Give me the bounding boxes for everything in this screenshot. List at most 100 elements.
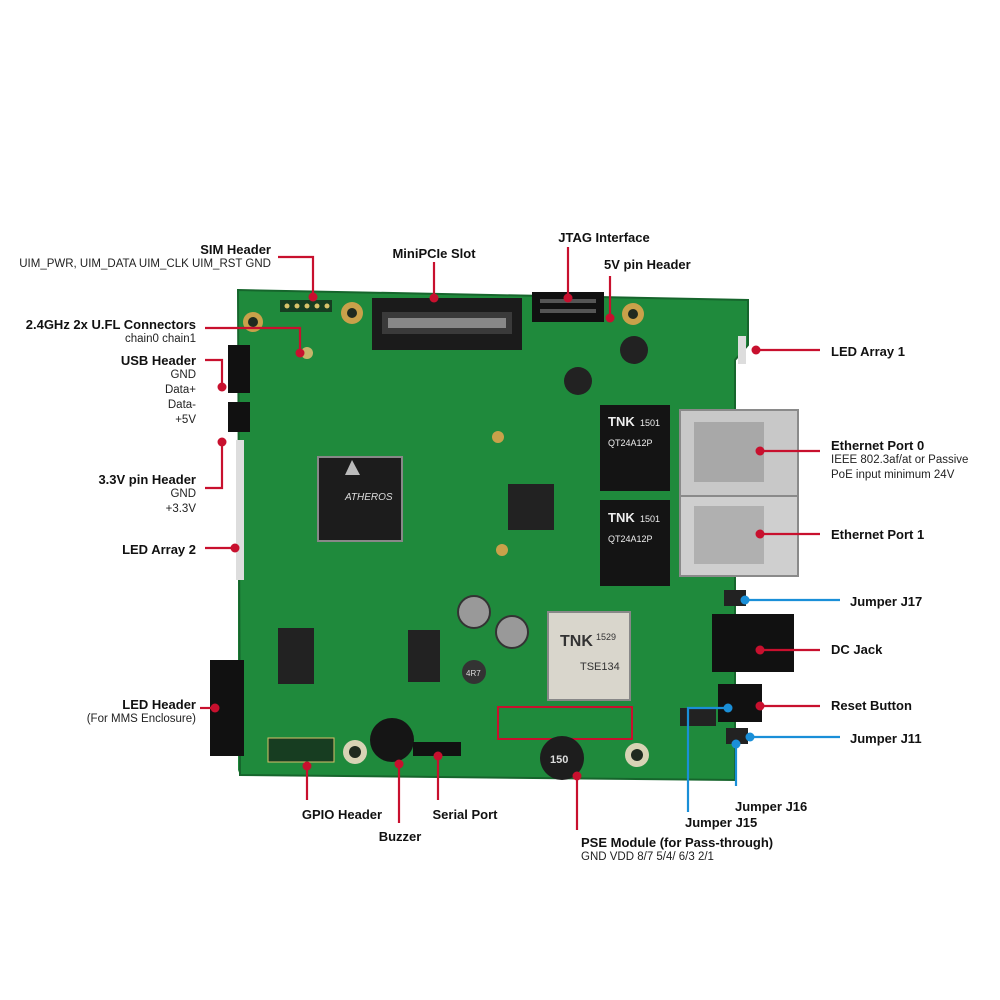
label-title: Jumper J17 (850, 594, 923, 609)
label-title: Buzzer (378, 829, 422, 844)
label-3v3-header: 3.3V pin Header GND +3.3V (98, 472, 196, 517)
transformer-model: TSE134 (580, 661, 620, 673)
label-title: Ethernet Port 1 (831, 527, 925, 542)
atheros-chip (317, 456, 403, 542)
label-line: +3.3V (165, 503, 196, 515)
left-pin-headers (228, 345, 250, 432)
buzzer-part (370, 718, 414, 762)
label-line: Data+ (164, 384, 196, 396)
capacitor-text: 4R7 (466, 669, 481, 678)
label-jumper-j16: Jumper J16 (735, 799, 807, 814)
label-title: Jumper J11 (850, 731, 922, 746)
pse-inductor-text: 150 (550, 754, 568, 766)
label-title: LED Header (122, 697, 196, 712)
magnetics-2-brand: TNK (608, 510, 635, 525)
ethernet-port-0 (679, 409, 799, 497)
gpio-header-pins (267, 737, 335, 763)
label-title: Ethernet Port 0 (831, 438, 925, 453)
chip-brand-text: ATHEROS (344, 492, 393, 503)
label-sub: (For MMS Enclosure) (86, 713, 196, 725)
label-jtag: JTAG Interface (534, 230, 674, 245)
label-ethernet-port-0: Ethernet Port 0 IEEE 802.3af/at or Passi… (831, 438, 968, 483)
jumper-j15-j16-part (680, 708, 716, 726)
magnetics-2 (600, 500, 670, 586)
label-sim-header: SIM Header UIM_PWR, UIM_DATA UIM_CLK UIM… (19, 242, 271, 272)
label-jumper-j11: Jumper J11 (850, 731, 922, 746)
label-title: MiniPCIe Slot (392, 246, 476, 261)
label-jumper-j15: Jumper J15 (685, 815, 757, 830)
transformer (547, 611, 631, 701)
label-title: LED Array 1 (831, 344, 905, 359)
label-line: GND (170, 369, 196, 381)
led-array-2-part (236, 440, 244, 580)
label-title: GPIO Header (301, 807, 383, 822)
blue-leader-dots (723, 595, 755, 749)
secondary-chip (508, 484, 554, 530)
label-line: +5V (175, 414, 196, 426)
label-pse-module: PSE Module (for Pass-through) GND VDD 8/… (581, 835, 773, 865)
magnetics-1-model: QT24A12P (608, 438, 653, 448)
label-usb-header: USB Header GND Data+ Data- +5V (121, 353, 196, 428)
label-title: PSE Module (for Pass-through) (581, 835, 774, 850)
jumper-j17-part (724, 590, 746, 606)
inductor-top-2 (620, 336, 648, 364)
label-line: GND (170, 488, 196, 500)
label-title: Jumper J16 (735, 799, 808, 814)
label-title: 5V pin Header (604, 257, 691, 272)
label-line: Data- (167, 399, 196, 411)
blue-leader-lines (686, 598, 840, 812)
label-title: Jumper J15 (685, 815, 758, 830)
jumper-j11-part (726, 728, 748, 744)
transformer-code: 1529 (596, 632, 616, 642)
label-buzzer: Buzzer (365, 829, 435, 844)
minipcie-slot (372, 298, 522, 350)
reset-button-part (718, 684, 762, 722)
label-dc-jack: DC Jack (831, 642, 882, 657)
label-ufl: 2.4GHz 2x U.FL Connectors chain0 chain1 (26, 317, 196, 347)
magnetics-1 (600, 405, 670, 491)
label-sub: UIM_PWR, UIM_DATA UIM_CLK UIM_RST GND (19, 258, 271, 270)
red-leader-lines (200, 247, 820, 830)
label-title: 3.3V pin Header (98, 472, 196, 487)
label-title: Reset Button (831, 698, 912, 713)
label-title: Serial Port (432, 807, 498, 822)
label-led-header: LED Header (For MMS Enclosure) (87, 697, 196, 727)
label-line: PoE input minimum 24V (831, 469, 955, 481)
label-title: LED Array 2 (122, 542, 196, 557)
label-minipcie: MiniPCIe Slot (356, 246, 512, 261)
sim-header-pins (280, 300, 332, 312)
label-title: JTAG Interface (558, 230, 650, 245)
pcb-board (236, 288, 749, 782)
memory-chip-1 (278, 628, 314, 684)
label-sub: GND VDD 8/7 5/4/ 6/3 2/1 (581, 851, 714, 863)
magnetics-1-code: 1501 (640, 418, 660, 428)
label-title: 2.4GHz 2x U.FL Connectors (25, 317, 196, 332)
capacitor-2 (495, 615, 529, 649)
capacitor-3 (462, 660, 486, 684)
led-array-1-part (738, 336, 746, 364)
label-led-array-2: LED Array 2 (122, 542, 196, 557)
label-line: IEEE 802.3af/at or Passive (831, 454, 969, 466)
inductor-top (564, 367, 592, 395)
red-leader-dots (210, 292, 765, 781)
label-serial-port: Serial Port (420, 807, 510, 822)
label-jumper-j17: Jumper J17 (850, 594, 922, 609)
label-gpio-header: GPIO Header (287, 807, 397, 822)
label-title: DC Jack (831, 642, 883, 657)
magnetics-2-model: QT24A12P (608, 534, 653, 544)
label-5v-header: 5V pin Header (604, 257, 691, 272)
label-sub: chain0 chain1 (125, 333, 196, 345)
label-reset-button: Reset Button (831, 698, 912, 713)
transformer-brand: TNK (560, 633, 593, 650)
label-title: SIM Header (200, 242, 271, 257)
serial-port-part (413, 742, 461, 756)
pse-inductor (540, 736, 584, 780)
label-title: USB Header (120, 353, 196, 368)
label-ethernet-port-1: Ethernet Port 1 (831, 527, 924, 542)
ethernet-port-1 (679, 495, 799, 577)
ufl-connector-icon (301, 347, 313, 359)
memory-chip-2 (408, 630, 440, 682)
capacitor-1 (457, 595, 491, 629)
